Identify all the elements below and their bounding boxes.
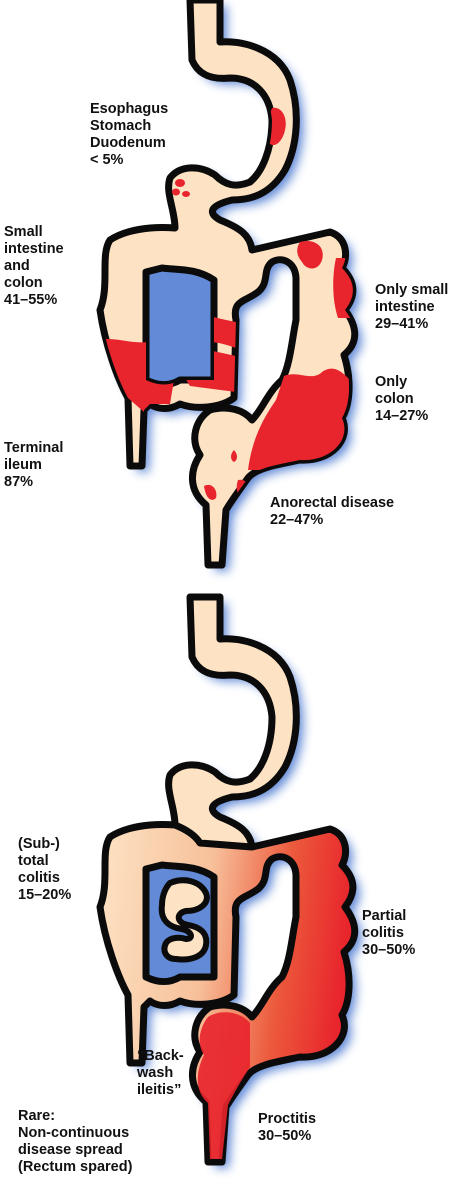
uc-colon-body xyxy=(100,825,355,1163)
duodenum-lesion-1 xyxy=(175,179,185,187)
uc-upper-gi xyxy=(169,597,297,849)
label-proctitis: Proctitis 30–50% xyxy=(258,1111,316,1145)
duodenum-lesion-3 xyxy=(182,191,190,197)
label-only-colon: Only colon 14–27% xyxy=(375,374,428,425)
label-rare-non-continuous: Rare: Non-continuous disease spread (Rec… xyxy=(18,1108,132,1176)
label-small-intestine-and-colon: Small intestine and colon 41–55% xyxy=(4,224,64,309)
crohn-tract-body xyxy=(100,0,355,565)
label-backwash-ileitis: “Back- wash ileitis” xyxy=(137,1048,184,1099)
label-only-small-intestine: Only small intestine 29–41% xyxy=(375,282,448,333)
label-terminal-ileum: Terminal ileum 87% xyxy=(4,440,63,491)
label-subtotal-colitis: (Sub-) total colitis 15–20% xyxy=(18,836,71,904)
label-anorectal-disease: Anorectal disease 22–47% xyxy=(270,495,394,529)
crohn-tract xyxy=(96,0,362,571)
label-partial-colitis: Partial colitis 30–50% xyxy=(362,908,415,959)
label-upper-gi: Esophagus Stomach Duodenum < 5% xyxy=(90,101,168,169)
duodenum-lesion-2 xyxy=(172,189,180,196)
